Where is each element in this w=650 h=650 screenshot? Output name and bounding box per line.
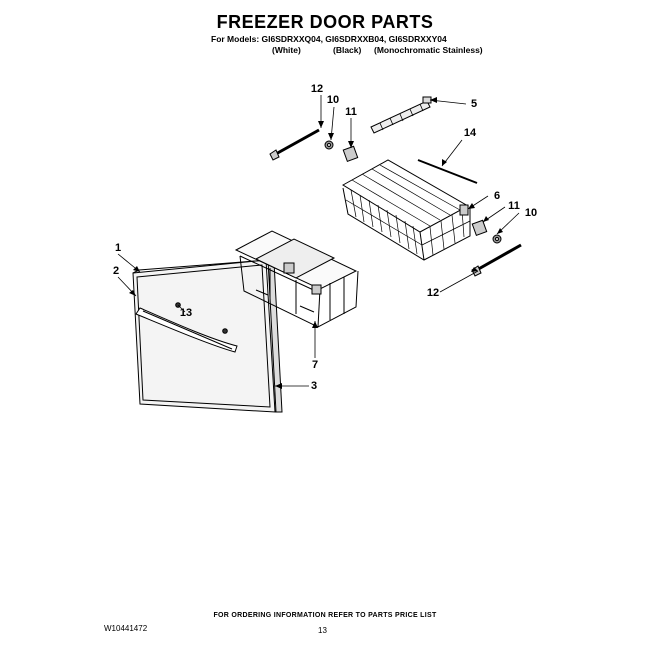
support-rod xyxy=(417,159,478,184)
color-black-label: (Black) xyxy=(333,45,362,55)
callout-13: 13 xyxy=(179,307,193,319)
ordering-note: FOR ORDERING INFORMATION REFER TO PARTS … xyxy=(213,612,437,619)
document-number: W10441472 xyxy=(104,624,148,633)
basket-divider xyxy=(370,96,432,134)
slide-rail-right xyxy=(471,243,522,277)
page-number: 13 xyxy=(318,626,327,635)
callout-11-upper: 11 xyxy=(345,106,357,118)
slide-rail-left xyxy=(269,128,320,161)
page-title: FREEZER DOOR PARTS xyxy=(216,12,434,32)
upper-wire-basket xyxy=(342,159,471,261)
callout-5: 5 xyxy=(470,98,478,110)
color-white-label: (White) xyxy=(272,45,301,55)
callout-11-lower: 11 xyxy=(508,200,520,212)
callout-1: 1 xyxy=(114,242,122,254)
callout-6: 6 xyxy=(493,190,501,202)
callout-14: 14 xyxy=(463,127,477,139)
bracket-parts xyxy=(342,145,488,236)
color-stainless-label: (Monochromatic Stainless) xyxy=(374,45,483,55)
callout-3: 3 xyxy=(310,380,318,392)
door-handle xyxy=(135,307,238,353)
callout-10-upper: 10 xyxy=(326,94,340,106)
lower-freezer-basket xyxy=(234,230,359,328)
callout-10-lower: 10 xyxy=(524,207,538,219)
callout-7: 7 xyxy=(311,359,319,371)
roller-parts xyxy=(324,140,502,244)
callout-12-lower: 12 xyxy=(426,287,440,299)
callout-12-upper: 12 xyxy=(310,83,324,95)
models-line: For Models: GI6SDRXXQ04, GI6SDRXXB04, GI… xyxy=(211,34,447,44)
leader-arrowheads xyxy=(129,97,503,389)
callout-2: 2 xyxy=(112,265,120,277)
